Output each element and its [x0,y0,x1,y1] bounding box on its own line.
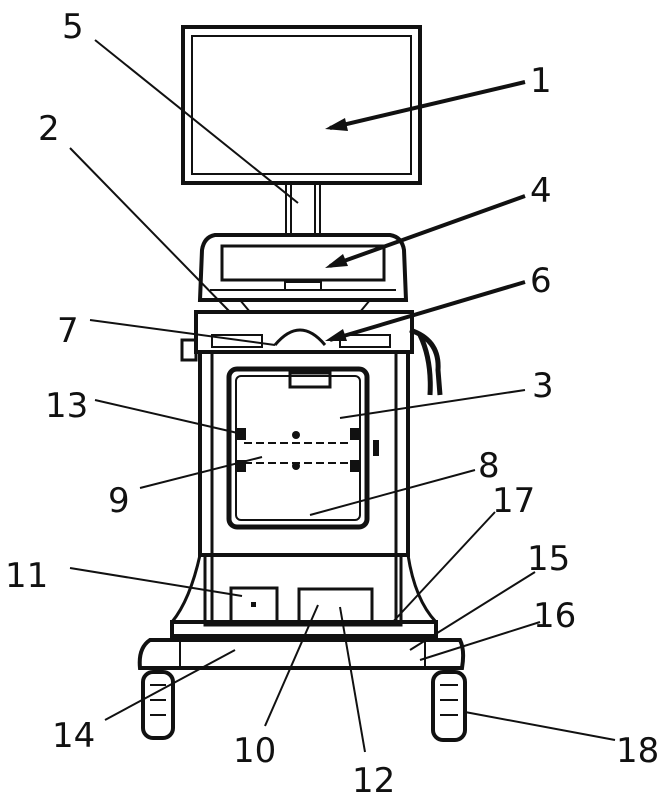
arrowheads [325,118,348,341]
reference-numerals: 1 2 3 4 5 6 7 8 9 10 11 12 13 14 15 16 1… [5,7,659,800]
label-10: 10 [233,731,276,771]
label-4: 4 [530,171,552,211]
label-7: 7 [57,311,79,351]
label-14: 14 [52,716,95,756]
label-3: 3 [532,366,554,406]
leader-lines [69,39,616,753]
label-12: 12 [352,761,395,800]
label-16: 16 [533,596,576,636]
label-15: 15 [527,539,570,579]
label-1: 1 [530,61,552,101]
label-8: 8 [478,446,500,486]
label-5: 5 [62,7,84,47]
label-9: 9 [108,481,130,521]
caster-wheel-left [141,670,175,740]
label-13: 13 [45,386,88,426]
monitor [181,25,422,236]
label-11: 11 [5,556,48,596]
label-17: 17 [492,481,535,521]
label-6: 6 [530,261,552,301]
caster-wheel-right [431,670,467,742]
control-panel [197,233,409,313]
label-18: 18 [616,731,659,771]
label-2: 2 [38,109,60,149]
main-body [198,350,410,620]
